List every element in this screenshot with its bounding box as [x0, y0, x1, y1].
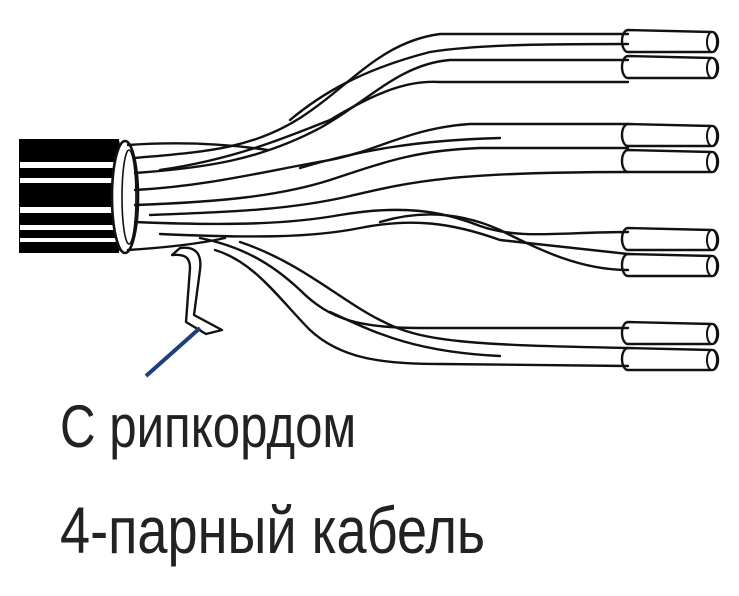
conductor-ends	[620, 28, 720, 372]
twisted-pair-4	[198, 236, 630, 368]
twisted-pair-2	[133, 122, 630, 217]
conductor-6	[620, 252, 720, 278]
cable-title: 4-парный кабель	[60, 493, 486, 567]
twisted-pair-1	[133, 32, 630, 175]
conductor-2	[620, 54, 720, 80]
ripcord	[170, 246, 224, 336]
ripcord-label: С рипкордом	[60, 393, 357, 460]
conductor-5	[620, 226, 720, 252]
conductor-4	[620, 148, 720, 174]
ripcord-leader-line	[144, 326, 202, 378]
conductor-7	[620, 320, 720, 346]
twisted-pair-3	[133, 208, 630, 272]
conductor-1	[620, 28, 720, 54]
conductor-8	[620, 346, 720, 372]
cable-jacket	[19, 139, 125, 253]
jacket-cut-edge	[110, 139, 140, 255]
conductor-3	[620, 122, 720, 148]
